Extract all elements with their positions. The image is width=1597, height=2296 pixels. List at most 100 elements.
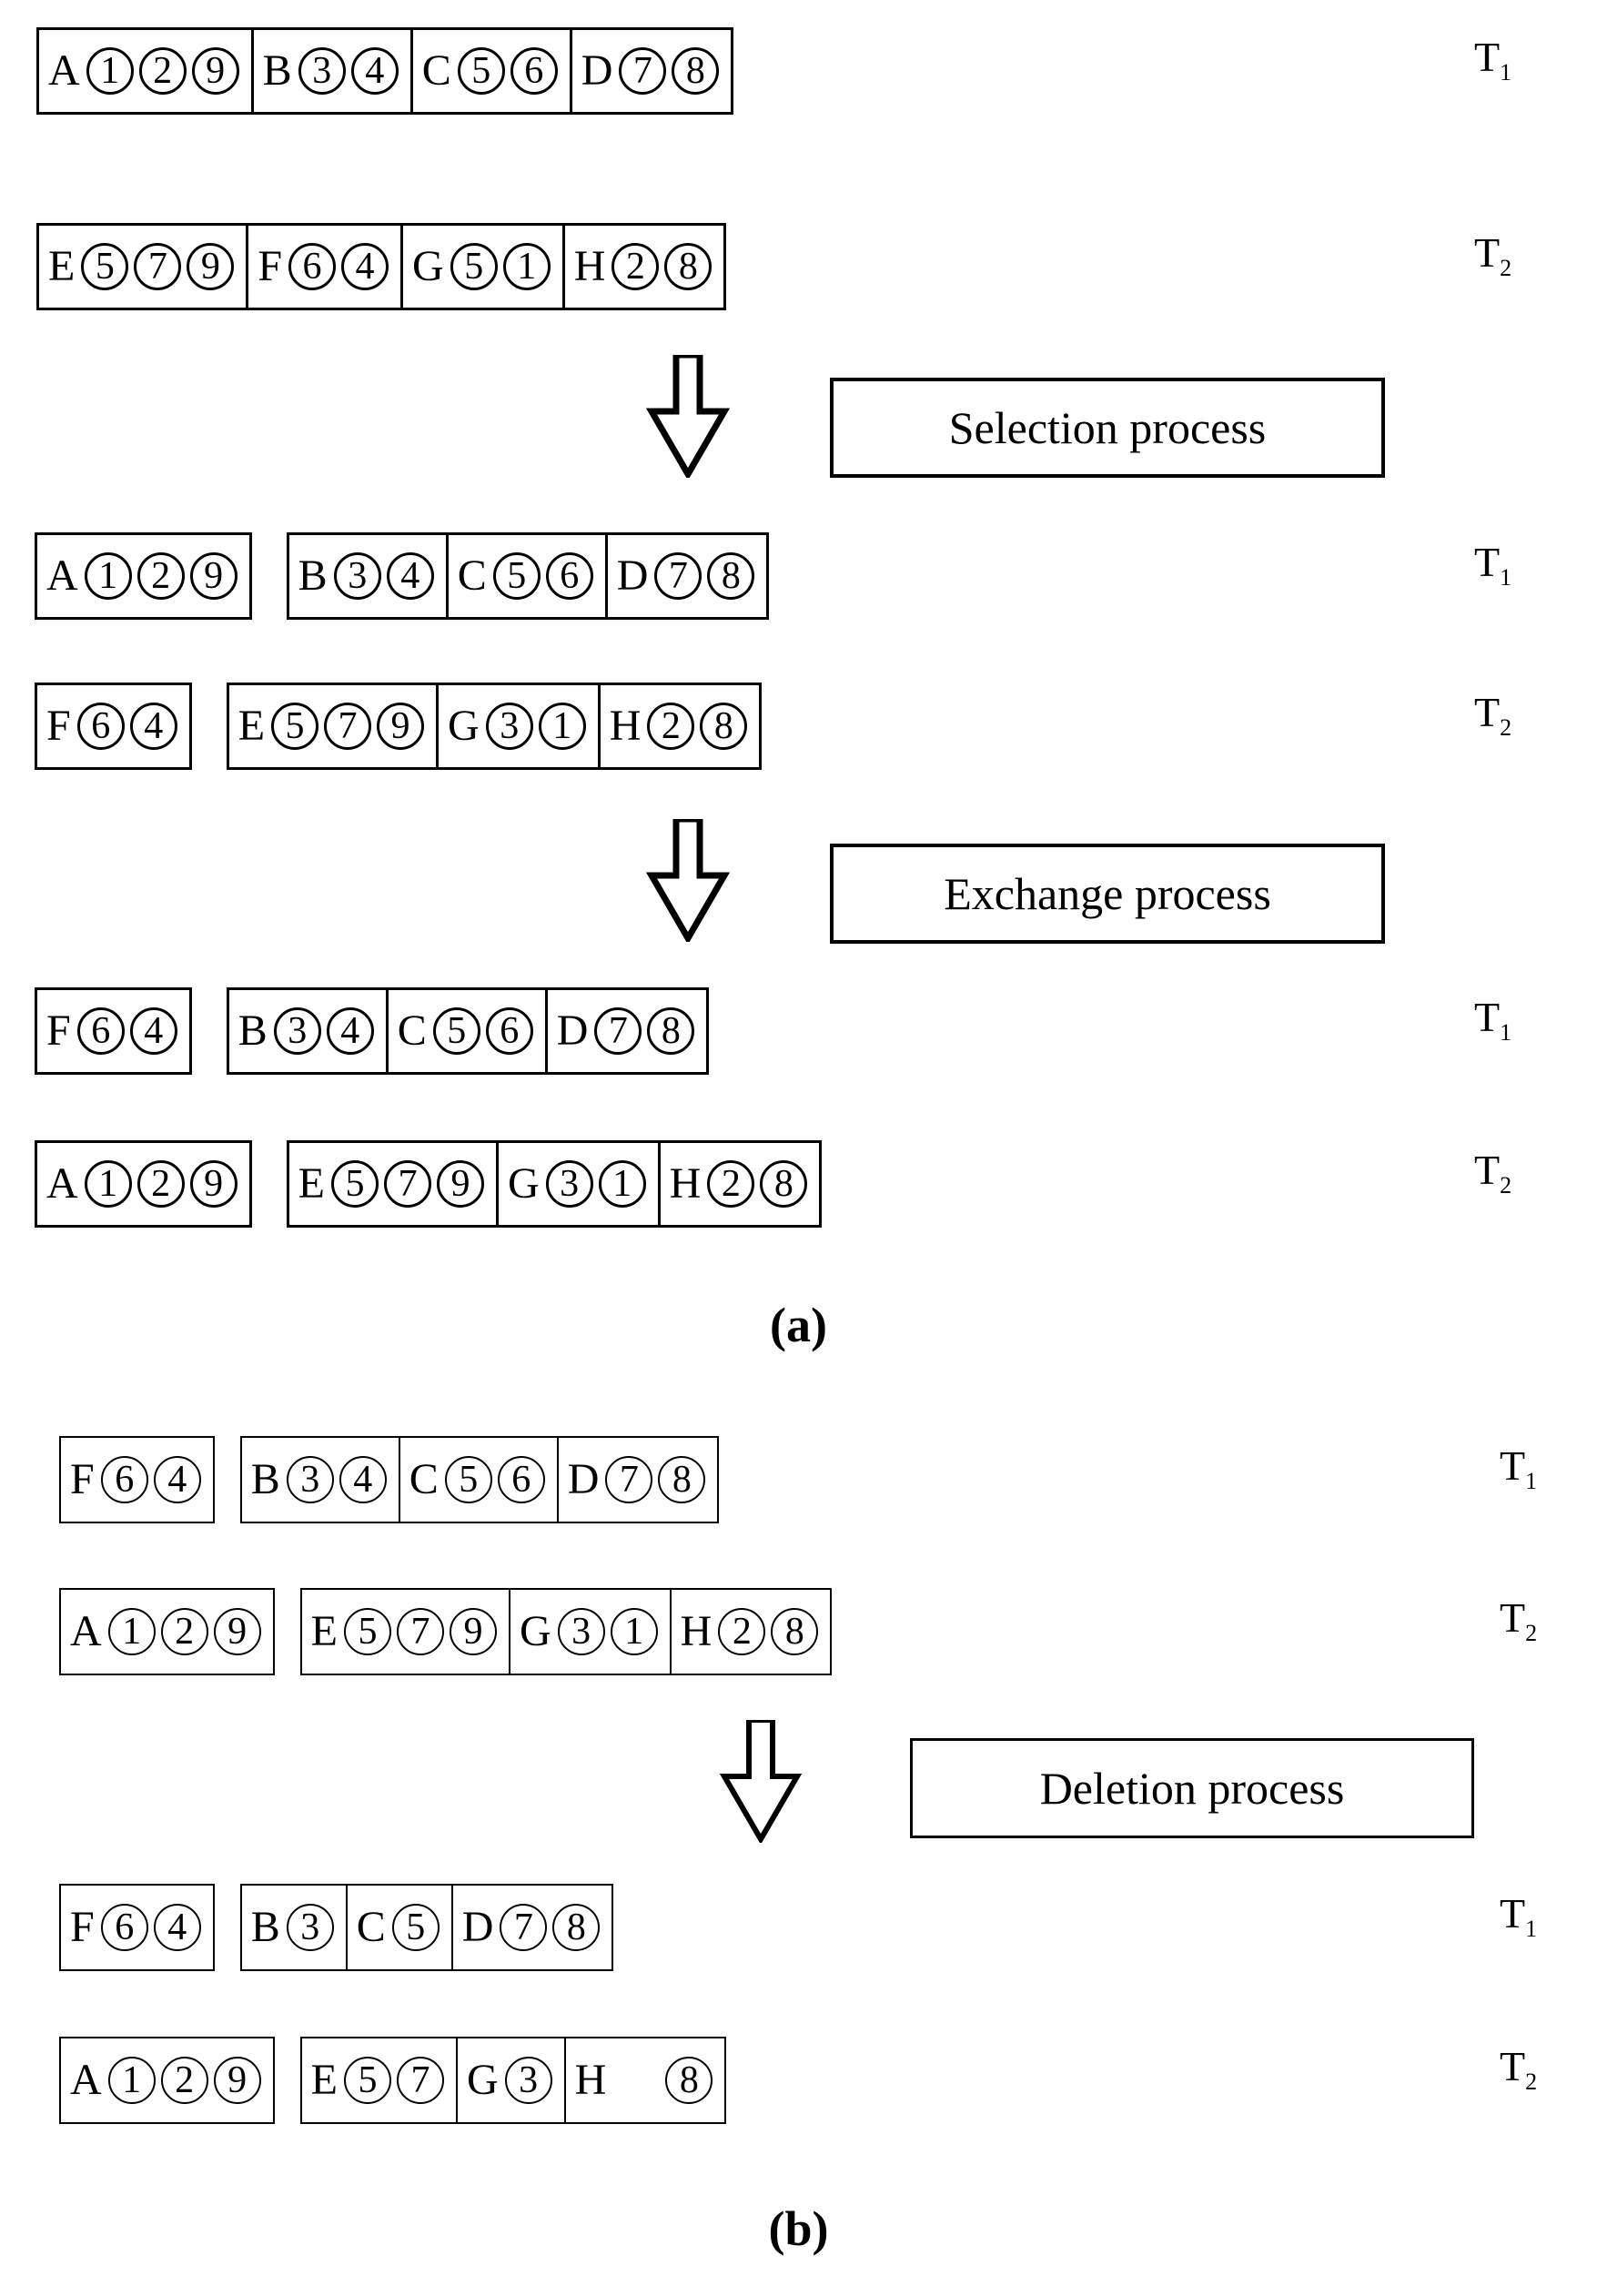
row-label-t1: T1 [1500,1890,1538,1943]
circled-number: 5 [444,1456,492,1503]
block-tag: E [310,2056,338,2104]
down-arrow-icon [646,355,730,478]
circled-number: 2 [136,552,185,600]
block-slots: 5 [389,1904,442,1951]
block-tag: B [250,1903,280,1951]
block-tag: D [616,551,649,600]
empty-slot [612,2057,660,2104]
circled-number: 1 [107,1608,156,1655]
block-tag: F [70,1455,95,1503]
circled-number: 9 [187,243,235,290]
circled-number: 2 [707,1160,755,1208]
block-tag: G [508,1159,540,1208]
row-label-t1: T1 [1474,34,1512,86]
circled-number: 4 [339,1456,387,1503]
circled-number: 7 [654,552,702,600]
circled-number: 9 [213,1608,261,1655]
circled-number: 7 [397,2057,444,2104]
circled-number: 7 [605,1456,653,1503]
block-tag: A [70,2056,102,2104]
down-arrow-icon [646,819,730,942]
panel-caption-b: (b) [768,2201,829,2256]
block-tag: E [298,1159,325,1208]
circled-number: 1 [502,243,551,290]
down-arrow-icon [719,1720,803,1843]
circled-number: 6 [288,243,337,290]
circled-number: 1 [84,1160,132,1208]
circled-number: 9 [191,47,239,95]
block-tag: F [46,1006,71,1055]
circled-number: 6 [100,1904,148,1951]
row-label-t1: T1 [1474,994,1512,1047]
block-tag: C [457,551,487,600]
block-tag: F [70,1903,95,1951]
circled-number: 1 [538,703,586,750]
row-label-t2: T2 [1474,689,1512,742]
circled-number: 4 [350,47,399,95]
exchange-process-box: Exchange process [830,844,1385,944]
circled-number: 5 [271,703,319,750]
block-tag: D [461,1903,494,1951]
circled-number: 8 [552,1904,601,1951]
circled-number: 5 [344,2057,391,2104]
circled-number: 9 [213,2057,261,2104]
deletion-process-label: Deletion process [1039,1763,1345,1814]
block-tag: B [250,1455,280,1503]
block-tag: D [581,46,613,95]
circled-number: 2 [160,2057,208,2104]
circled-number: 1 [84,552,132,600]
circled-number: 8 [707,552,755,600]
row-label-t1: T1 [1474,539,1512,592]
block-tag: C [409,1455,439,1503]
circled-number: 4 [386,552,434,600]
circled-number: 9 [189,552,238,600]
row-label-t1: T1 [1500,1442,1538,1495]
circled-number: 5 [432,1007,480,1055]
circled-number: 9 [437,1160,484,1208]
circled-number: 5 [450,243,498,290]
block-slots: 3 [284,1904,337,1951]
block-tag: F [46,702,71,750]
